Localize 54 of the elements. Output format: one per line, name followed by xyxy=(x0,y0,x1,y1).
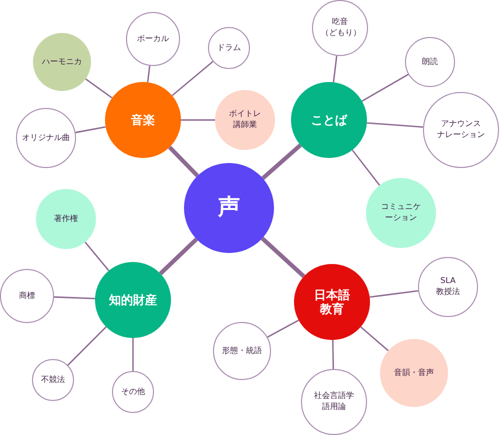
node-label: コミュニケーション xyxy=(380,202,422,224)
node-label: 語用論 xyxy=(322,402,346,413)
connector-line xyxy=(84,242,110,272)
topic-circle xyxy=(105,82,181,158)
connector-line xyxy=(362,74,409,102)
node-label: 朗読 xyxy=(422,56,438,68)
connector-line xyxy=(360,326,389,352)
node-label: 音楽 xyxy=(131,112,155,128)
subtopic-circle xyxy=(405,37,455,87)
topic-circle xyxy=(291,82,367,158)
node-label: 吃音（どもり） xyxy=(321,17,359,39)
subtopic-circle xyxy=(126,12,180,66)
connector-line xyxy=(147,66,150,82)
node-label: 音韻・音声 xyxy=(394,368,434,378)
node-label: アナウンス xyxy=(441,119,481,130)
node-label: その他 xyxy=(121,386,145,398)
connector-line xyxy=(332,340,334,370)
connector-line xyxy=(267,320,299,338)
node-label: 日本語教育 xyxy=(313,288,351,316)
connector-line xyxy=(352,150,380,186)
node-label: ボイトレ講師業 xyxy=(228,109,262,131)
node-label: SLA xyxy=(440,276,456,287)
connector-line xyxy=(181,119,215,121)
connector-line xyxy=(366,122,424,128)
node-label: ハーモニカ xyxy=(42,56,82,68)
connector-line xyxy=(67,326,107,366)
connector-line xyxy=(172,60,214,96)
subtopic-circle xyxy=(32,359,74,401)
node-label: ナレーション xyxy=(437,130,485,141)
node-label: ことば xyxy=(311,112,347,128)
subtopic-circle xyxy=(112,371,154,413)
connector-line xyxy=(261,144,302,180)
node-label: 社会言語学 xyxy=(314,391,354,402)
node-label: 教授法 xyxy=(436,287,460,298)
node-label: オリジナル曲 xyxy=(22,132,70,144)
connector-line xyxy=(132,338,134,371)
connector-line xyxy=(158,238,198,276)
node-label: ドラム xyxy=(217,42,241,54)
connector-line xyxy=(54,296,96,300)
connector-line xyxy=(370,290,418,298)
node-label: 声 xyxy=(218,194,240,222)
connector-line xyxy=(260,236,306,278)
connector-line xyxy=(168,146,199,178)
connector-line xyxy=(75,126,106,134)
node-label: ボーカル xyxy=(137,34,169,44)
connector-line xyxy=(85,78,112,98)
subtopic-circle xyxy=(0,269,54,323)
node-label: 不競法 xyxy=(41,374,65,386)
node-label: 著作権 xyxy=(54,214,78,224)
subtopic-circle xyxy=(208,27,250,69)
node-label: 商標 xyxy=(19,290,35,302)
connector-line xyxy=(332,56,338,82)
node-label: 知的財産 xyxy=(109,292,157,308)
node-label: 形態・統語 xyxy=(222,346,262,356)
